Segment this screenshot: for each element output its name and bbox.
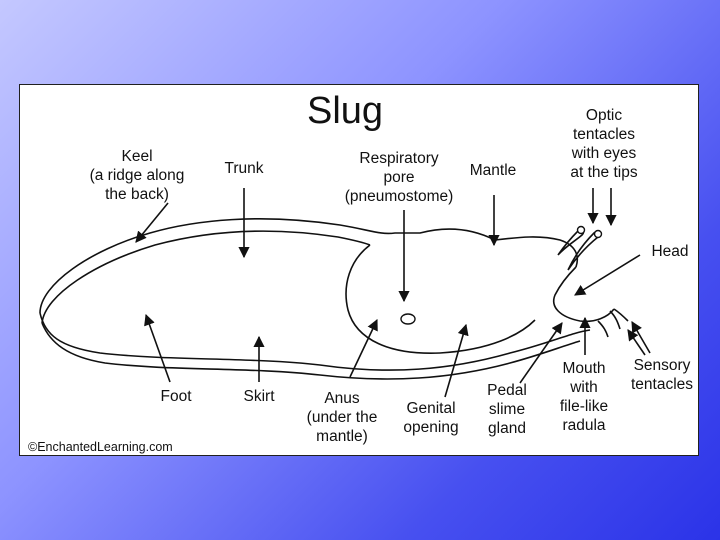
label-line: Foot xyxy=(160,388,192,405)
label-line: (under the xyxy=(307,409,378,426)
label-line: with xyxy=(569,379,598,396)
label-keel: Keel (a ridge along the back) xyxy=(90,148,185,203)
label-optic-tentacles: Optic tentacles with eyes at the tips xyxy=(570,107,637,181)
label-line: radula xyxy=(562,417,605,434)
label-line: Genital xyxy=(406,400,455,417)
label-line: mantle) xyxy=(316,428,368,445)
label-line: tentacles xyxy=(631,376,693,393)
label-line: file-like xyxy=(560,398,608,415)
label-foot: Foot xyxy=(160,388,192,405)
label-line: (a ridge along xyxy=(90,167,185,184)
label-line: the back) xyxy=(105,186,169,203)
label-line: gland xyxy=(488,420,526,437)
diagram-title: Slug xyxy=(307,90,383,132)
label-line: Mouth xyxy=(562,360,605,377)
label-respiratory-pore: Respiratory pore (pneumostome) xyxy=(345,150,454,205)
label-line: slime xyxy=(489,401,525,418)
label-line: Pedal xyxy=(487,382,527,399)
label-line: Skirt xyxy=(244,388,276,405)
label-head: Head xyxy=(651,243,688,260)
label-genital-opening: Genital opening xyxy=(403,400,458,436)
label-anus: Anus (under the mantle) xyxy=(307,390,378,445)
label-pedal-slime-gland: Pedal slime gland xyxy=(487,382,527,437)
label-sensory-tentacles: Sensory tentacles xyxy=(631,357,693,393)
label-line: Keel xyxy=(121,148,152,165)
label-skirt: Skirt xyxy=(244,388,276,405)
diagram-card: Slug xyxy=(19,84,699,456)
label-line: Anus xyxy=(324,390,360,407)
label-line: at the tips xyxy=(570,164,637,181)
label-line: Trunk xyxy=(224,160,263,177)
label-line: (pneumostome) xyxy=(345,188,454,205)
label-line: Sensory xyxy=(634,357,691,374)
label-line: Mantle xyxy=(470,162,517,179)
credit-text: ©EnchantedLearning.com xyxy=(28,440,173,454)
label-line: Respiratory xyxy=(359,150,438,167)
label-line: Head xyxy=(651,243,688,260)
label-line: Optic xyxy=(586,107,622,124)
label-line: opening xyxy=(403,419,458,436)
label-line: with eyes xyxy=(571,145,637,162)
slug-diagram: Slug xyxy=(20,85,700,457)
diagram-labels: Keel (a ridge along the back) Trunk Respirat… xyxy=(90,107,694,445)
label-mantle: Mantle xyxy=(470,162,517,179)
label-line: tentacles xyxy=(573,126,635,143)
label-mouth: Mouth with file-like radula xyxy=(560,360,608,434)
label-line: pore xyxy=(383,169,414,186)
label-trunk: Trunk xyxy=(224,160,263,177)
